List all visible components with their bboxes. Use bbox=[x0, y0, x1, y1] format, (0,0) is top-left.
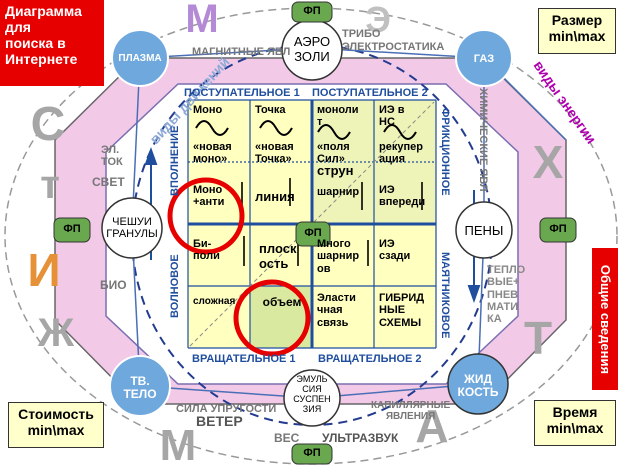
label-bio: БИО bbox=[100, 278, 127, 292]
grid-edge-labels: ПОСТУПАТЕЛЬНОЕ 1 ПОСТУПАТЕЛЬНОЕ 2 ВРАЩАТ… bbox=[169, 87, 451, 365]
cell-monolit: моноли т «поля Сил» bbox=[317, 104, 359, 166]
cell-sharnir: шарнир bbox=[317, 186, 360, 198]
big-letter-x-right: Х bbox=[533, 136, 564, 188]
fp-top: ФП bbox=[303, 5, 321, 17]
label-ultrasound: УЛЬТРАЗВУК bbox=[322, 431, 399, 445]
general-info-label: Общие сведения bbox=[598, 264, 614, 374]
cell-mnogo-sharnir: Много шарнир ов bbox=[317, 238, 360, 275]
cell-mono-anti: Моно +анти bbox=[193, 184, 225, 209]
label-veter: ВЕТЕР bbox=[196, 413, 243, 429]
grid-diagonal bbox=[189, 101, 435, 347]
label-translational-2: ПОСТУПАТЕЛЬНОЕ 2 bbox=[312, 87, 428, 99]
wave-icon-3 bbox=[317, 124, 351, 140]
cell-ie-szadi: ИЭ сзади bbox=[379, 238, 411, 263]
cell-ploskost: плоск ость bbox=[259, 241, 297, 271]
big-letter-t-right: Т bbox=[524, 312, 552, 364]
node-circles bbox=[101, 19, 513, 427]
big-letters: М Э С т И Ж М А Т Х bbox=[27, 0, 563, 467]
fp-center: ФП bbox=[304, 227, 322, 239]
cell-elastic-link: Эласти чная связь bbox=[317, 292, 356, 329]
cell-tochka: Точка «новая Точка» bbox=[255, 104, 294, 166]
label-tribo: ТРИБО bbox=[342, 28, 381, 40]
cell-ie-vperedi: ИЭ впереди bbox=[379, 184, 426, 209]
node-foam: ПЕНЫ bbox=[464, 223, 504, 238]
label-svet: СВЕТ bbox=[92, 175, 125, 189]
ring-labels: МАГНИТНЫЕ ЯВЛ ТРИБО ЭЛЕКТРОСТАТИКА СВЕТ … bbox=[92, 28, 489, 445]
wave-icons bbox=[195, 120, 417, 140]
label-wave: ВОЛНОВОЕ bbox=[169, 254, 181, 318]
cost-box: Стоимость min\max bbox=[8, 402, 104, 448]
big-letter-zh-left: Ж bbox=[37, 311, 75, 355]
node-aerosols: АЭРО ЗОЛИ bbox=[293, 34, 331, 64]
label-elastic: СИЛА УПРУГОСТИ bbox=[176, 403, 276, 415]
node-granules: ЧЕШУИ ГРАНУЛЫ bbox=[106, 216, 158, 241]
node-link-top bbox=[139, 47, 567, 141]
label-capillary: КАПИЛЛЯРНЫЕ ЯВЛЕНИЯ bbox=[371, 400, 451, 423]
fp-left: ФП bbox=[63, 223, 81, 235]
cell-struny: струн bbox=[317, 163, 354, 178]
cell-obem: объем bbox=[262, 295, 302, 309]
fp-badges bbox=[53, 1, 577, 465]
title-box: Диаграмма для поиска в Интернете bbox=[0, 0, 104, 86]
cell-liniya: линия bbox=[255, 189, 295, 204]
wave-icon-1 bbox=[195, 120, 229, 136]
big-letter-m-bottom: М bbox=[160, 421, 197, 467]
cell-mono: Моно «новая моно» bbox=[193, 104, 232, 166]
fp-right: ФП bbox=[549, 223, 567, 235]
label-electrostatics: ЭЛЕКТРОСТАТИКА bbox=[342, 41, 444, 53]
label-rotational-2: ВРАЩАТЕЛЬНОЕ 2 bbox=[318, 353, 422, 365]
big-letter-t-left: т bbox=[40, 163, 60, 207]
highlight-circle-bottom bbox=[233, 279, 311, 357]
cell-bi-poli: Би- поли bbox=[193, 238, 220, 263]
node-gas: ГАЗ bbox=[473, 53, 495, 65]
big-letter-e-top: Э bbox=[365, 0, 391, 40]
label-friction: ФРИКЦИОННОЕ bbox=[439, 108, 451, 196]
label-translational-1: ПОСТУПАТЕЛЬНОЕ 1 bbox=[184, 87, 300, 99]
label-combustion: ВПОЛНЕНИЕ bbox=[169, 126, 181, 196]
label-thermal: ТЕПЛО ВЫЕ+ ПНЕВ МАТИ КА bbox=[487, 264, 526, 326]
big-letter-m-top: М bbox=[185, 0, 218, 41]
node-solid: ТВ. ТЕЛО bbox=[123, 374, 157, 402]
label-ves: ВЕС bbox=[274, 431, 300, 445]
label-chemical: ХИМИЧЕСКИЕ ЯВЛ bbox=[477, 88, 489, 192]
big-letter-c-left: С bbox=[31, 98, 66, 151]
label-pendulum: МАЯТНИКОВОЕ bbox=[439, 252, 451, 338]
size-box: Размер min\max bbox=[538, 8, 616, 54]
node-emulsion: ЭМУЛЬ СИЯ СУСПЕН ЗИЯ bbox=[293, 374, 331, 415]
time-box: Время min\max bbox=[534, 400, 616, 446]
general-info-box: Общие сведения bbox=[592, 248, 618, 390]
node-plasma: ПЛАЗМА bbox=[118, 53, 162, 64]
node-liquid: ЖИД КОСТЬ bbox=[457, 372, 499, 400]
label-rotational-1: ВРАЩАТЕЛЬНОЕ 1 bbox=[192, 353, 296, 365]
big-letter-a-bottom: А bbox=[415, 400, 448, 452]
cell-slozhnaya: сложная bbox=[193, 296, 236, 307]
wave-icon-4 bbox=[383, 124, 417, 140]
label-magnetic: МАГНИТНЫЕ ЯВЛ bbox=[192, 46, 290, 58]
cell-hybrid: ГИБРИД НЫЕ СХЕМЫ bbox=[379, 292, 425, 329]
label-el-tok: ЭЛ. ТОК bbox=[101, 144, 123, 169]
big-letter-i-left: И bbox=[27, 244, 60, 296]
highlight-circle-left bbox=[167, 177, 245, 255]
fp-bottom: ФП bbox=[303, 447, 321, 459]
cell-ie-ns: ИЭ в НС рекупер ация bbox=[379, 104, 423, 166]
wave-icon-2 bbox=[259, 120, 293, 136]
